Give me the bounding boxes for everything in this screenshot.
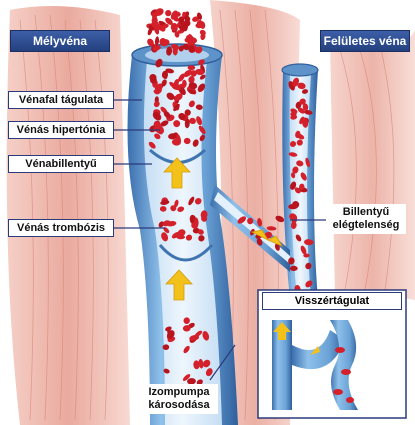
label-venous-thrombosis: Vénás trombózis: [8, 219, 114, 237]
label-wall-dilation: Vénafal tágulata: [8, 91, 114, 109]
deep-vein-header: Mélyvéna: [10, 30, 110, 52]
label-varicose-veins: Visszértágulat: [262, 292, 402, 310]
label-muscle-pump-line1: Izompumpa: [140, 386, 218, 399]
label-venous-hypertension: Vénás hipertónia: [8, 121, 114, 139]
label-valve-insufficiency: Billentyű elégtelenség: [326, 204, 406, 234]
label-muscle-pump: Izompumpa károsodása: [140, 384, 218, 414]
label-valve-insufficiency-line1: Billentyű: [326, 206, 406, 219]
label-venous-valve: Vénabillentyű: [8, 155, 114, 173]
label-valve-insufficiency-line2: elégtelenség: [326, 219, 406, 232]
label-muscle-pump-line2: károsodása: [140, 399, 218, 412]
blood-cell: [188, 65, 196, 70]
blood-cell: [165, 10, 172, 17]
superficial-vein-header: Felületes véna: [320, 30, 410, 52]
